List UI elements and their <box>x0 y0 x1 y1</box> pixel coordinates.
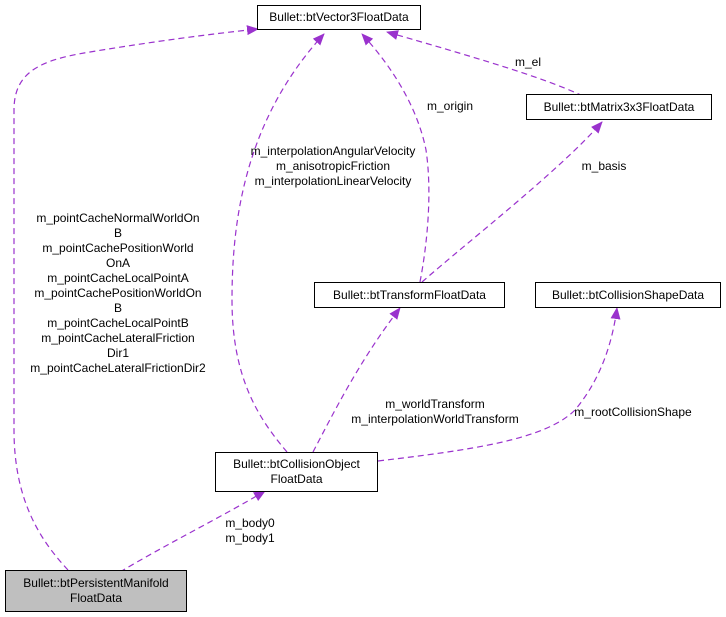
edge-label-collobj-to-shape: m_rootCollisionShape <box>574 405 692 419</box>
edge-collobj-to-transform <box>312 307 401 453</box>
node-btvector3floatdata[interactable]: Bullet::btVector3FloatData <box>257 5 421 30</box>
edge-transform-to-vector3 <box>361 33 430 283</box>
edge-manifold-to-collobj <box>119 490 266 573</box>
node-btmatrix3x3floatdata[interactable]: Bullet::btMatrix3x3FloatData <box>526 94 712 120</box>
node-btcollisionshapedata[interactable]: Bullet::btCollisionShapeData <box>535 282 721 308</box>
edge-collobj-to-vector3 <box>231 33 325 453</box>
edge-label-matrix-to-vector3: m_el <box>514 55 541 69</box>
node-btcollisionobjectfloatdata[interactable]: Bullet::btCollisionObject FloatData <box>215 452 378 492</box>
node-label: Bullet::btVector3FloatData <box>269 10 409 24</box>
edge-label-transform-to-matrix: m_basis <box>581 159 627 173</box>
edge-label-transform-to-vector3: m_origin <box>426 99 474 113</box>
node-label-line: Bullet::btPersistentManifold <box>23 576 169 590</box>
node-btpersistentmanifoldfloatdata[interactable]: Bullet::btPersistentManifold FloatData <box>5 570 187 612</box>
edge-manifold-to-vector3 <box>13 25 259 571</box>
node-label-line: FloatData <box>69 591 123 605</box>
edge-label-collobj-to-vector3: m_interpolationAngularVelocity m_anisotr… <box>250 144 416 188</box>
edge-transform-to-matrix <box>421 121 603 283</box>
edge-label-collobj-to-transform: m_worldTransform m_interpolationWorldTra… <box>351 397 519 426</box>
node-label-line: FloatData <box>270 472 323 486</box>
node-bttransformfloatdata[interactable]: Bullet::btTransformFloatData <box>314 282 505 308</box>
edge-matrix-to-vector3 <box>386 30 584 97</box>
node-label: Bullet::btMatrix3x3FloatData <box>543 99 695 114</box>
edge-collobj-to-shape <box>377 307 621 462</box>
node-label-line: Bullet::btCollisionObject <box>233 457 360 471</box>
edge-label-manifold-to-vector3: m_pointCacheNormalWorldOn B m_pointCache… <box>30 211 206 375</box>
node-label: Bullet::btCollisionShapeData <box>551 287 705 302</box>
edge-label-manifold-to-collobj: m_body0 m_body1 <box>225 516 275 545</box>
node-label: Bullet::btTransformFloatData <box>333 287 486 302</box>
